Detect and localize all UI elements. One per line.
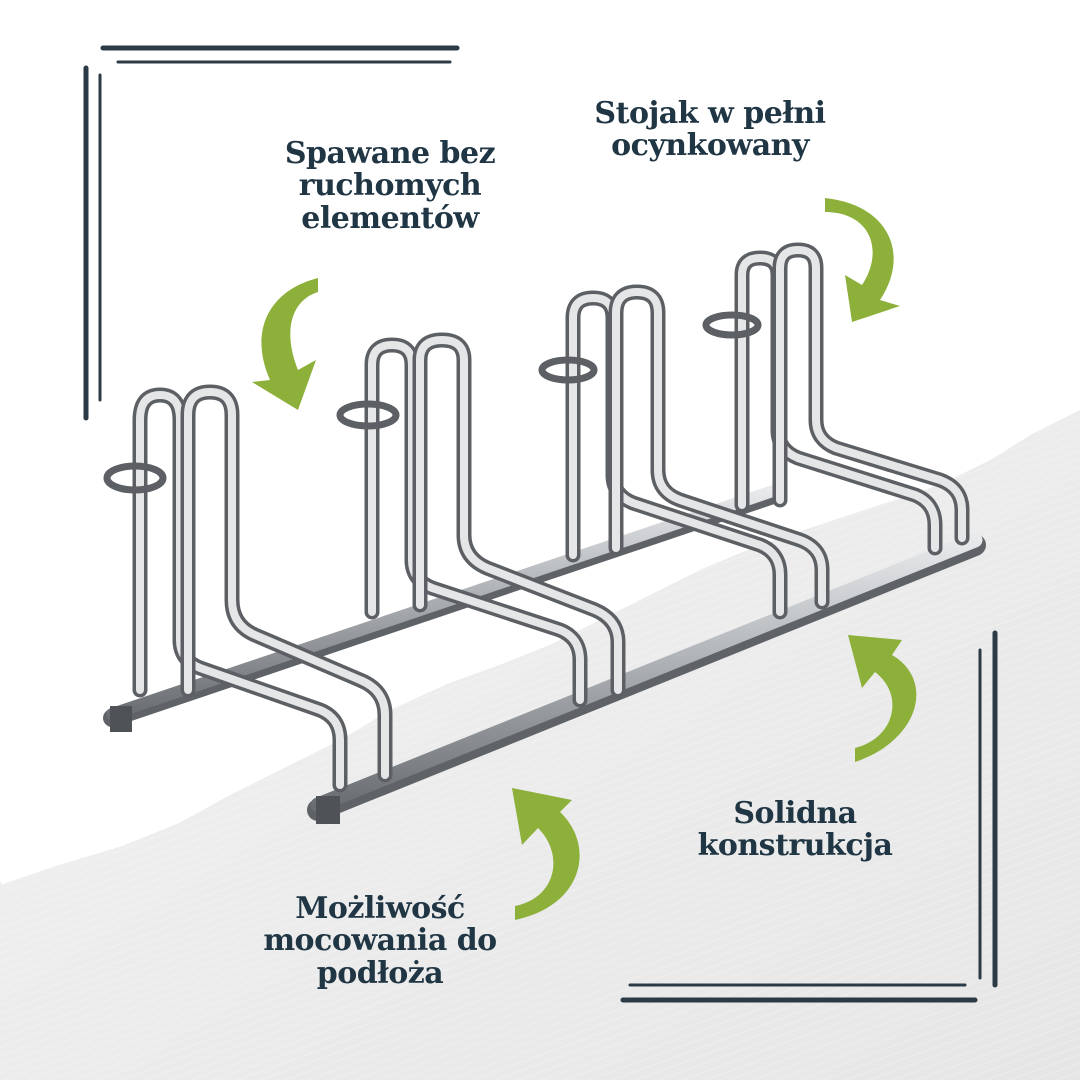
- curved-arrow-icon: [825, 198, 900, 322]
- feature-mounting: Możliwość mocowania do podłoża: [250, 891, 510, 991]
- feature-mounting-line: podłoża: [316, 955, 444, 991]
- feature-solid: Solidna konstrukcja: [680, 796, 910, 864]
- feature-galvanized-line: Stojak w pełni: [594, 96, 826, 131]
- feature-galvanized-line: ocynkowany: [611, 128, 809, 164]
- feature-welded-line: elementów: [301, 200, 479, 236]
- feature-mounting-line: Możliwość: [295, 891, 465, 926]
- curved-arrow-icon: [848, 635, 917, 762]
- feature-mounting-line: mocowania do: [263, 923, 497, 959]
- curved-arrow-icon: [252, 278, 318, 410]
- feature-solid-line: konstrukcja: [697, 828, 893, 864]
- feature-welded-line: Spawane bez: [284, 136, 496, 171]
- feature-welded-line: ruchomych: [298, 168, 482, 204]
- feature-solid-line: Solidna: [733, 796, 857, 831]
- feature-welded: Spawane bez ruchomych elementów: [275, 136, 505, 236]
- feature-galvanized: Stojak w pełni ocynkowany: [585, 96, 835, 164]
- curved-arrow-icon: [512, 788, 580, 920]
